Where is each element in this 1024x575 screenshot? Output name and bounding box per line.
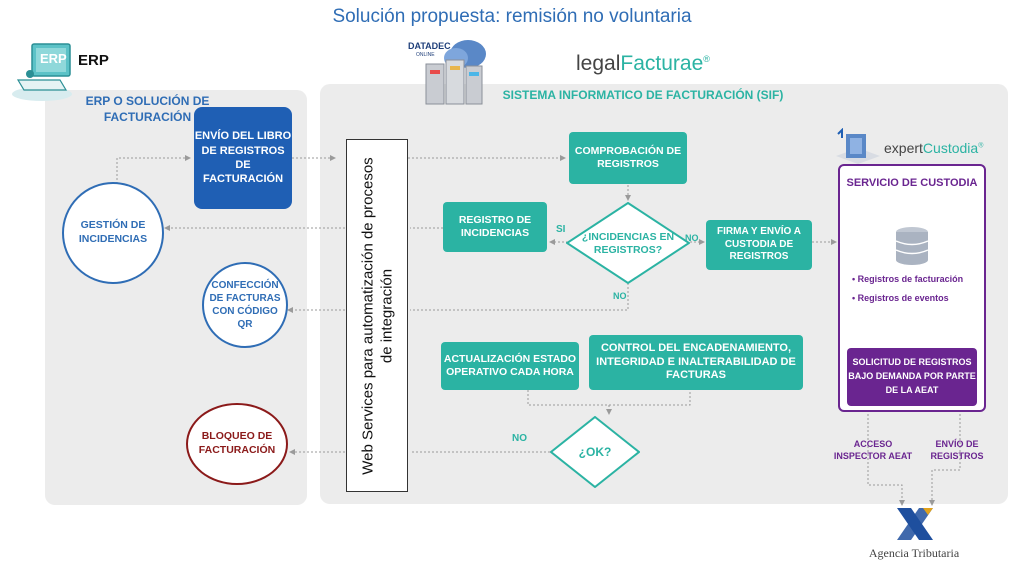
actualizacion-label: ACTUALIZACIÓN ESTADO OPERATIVO CADA HORA (443, 352, 577, 378)
agencia-tributaria-label: Agencia Tributaria (868, 546, 960, 560)
gestion-incidencias-label: GESTIÓN DE INCIDENCIAS (78, 219, 148, 245)
legalfacturae-part-a: legal (576, 52, 621, 75)
bloqueo-label: BLOQUEO DE FACTURACIÓN (198, 430, 276, 456)
datadec-server-icon: DATADEC ONLINE (408, 36, 496, 110)
custodia-item-2: • Registros de eventos (852, 293, 949, 303)
expertcustodia-mark: ® (978, 142, 984, 150)
solicitud-label: SOLICITUD DE REGISTROS BAJO DEMANDA POR … (848, 357, 976, 395)
envio-libro-label: ENVÍO DEL LIBRO DE REGISTROS DE FACTURAC… (194, 130, 292, 186)
expertcustodia-part-b: Custodia (922, 140, 979, 156)
erp-computer-icon: ERP (10, 40, 75, 102)
actualizacion-box: ACTUALIZACIÓN ESTADO OPERATIVO CADA HORA (441, 342, 579, 390)
control-label: CONTROL DEL ENCADENAMIENTO, INTEGRIDAD E… (596, 341, 796, 382)
expertcustodia-logo: expertCustodia® (884, 140, 983, 156)
firma-envio-label: FIRMA Y ENVÍO A CUSTODIA DE REGISTROS (717, 226, 801, 263)
expertcustodia-part-a: expert (884, 140, 923, 156)
solicitud-box: SOLICITUD DE REGISTROS BAJO DEMANDA POR … (847, 348, 977, 406)
custodia-icon (832, 127, 882, 172)
erp-heading: ERP (78, 52, 109, 69)
custodia-item-1: • Registros de facturación (852, 274, 964, 284)
no-right-label: NO (685, 233, 699, 243)
sif-title: SISTEMA INFORMATICO DE FACTURACIÓN (SIF) (502, 88, 784, 102)
legalfacturae-part-b: Facturae (620, 52, 704, 75)
web-services-label: Web Services para automatización de proc… (359, 157, 395, 475)
no-ok-label: NO (512, 433, 527, 444)
custodia-box: SERVICIO DE CUSTODIA • Registros de fact… (838, 164, 986, 412)
envio-registros-label: ENVÍO DE REGISTROS (930, 439, 984, 462)
confeccion-label: CONFECCIÓN DE FACTURAS CON CÓDIGO QR (209, 280, 281, 330)
agencia-tributaria-logo-icon (895, 506, 935, 542)
datadec-sub-text: ONLINE (416, 52, 435, 58)
incidencias-question: ¿INCIDENCIAS EN REGISTROS? (581, 231, 675, 257)
confeccion-circle: CONFECCIÓN DE FACTURAS CON CÓDIGO QR (202, 262, 288, 348)
incidencias-decision-diamond: ¿INCIDENCIAS EN REGISTROS? (565, 201, 691, 285)
registro-incidencias-label: REGISTRO DE INCIDENCIAS (458, 213, 532, 239)
acceso-inspector-label: ACCESO INSPECTOR AEAT (833, 439, 913, 462)
erp-logo-text: ERP (40, 51, 67, 66)
web-services-box: Web Services para automatización de proc… (346, 139, 408, 492)
custodia-item-1-label: Registros de facturación (857, 274, 964, 284)
legalfacturae-mark: ® (703, 54, 710, 64)
firma-envio-box: FIRMA Y ENVÍO A CUSTODIA DE REGISTROS (706, 220, 812, 270)
gestion-incidencias-circle: GESTIÓN DE INCIDENCIAS (62, 182, 164, 284)
ok-decision-diamond: ¿OK? (549, 415, 641, 489)
registro-incidencias-box: REGISTRO DE INCIDENCIAS (443, 202, 547, 252)
control-box: CONTROL DEL ENCADENAMIENTO, INTEGRIDAD E… (589, 335, 803, 390)
datadec-text: DATADEC (408, 41, 451, 51)
no-bottom-label: NO (613, 291, 627, 301)
custodia-title: SERVICIO DE CUSTODIA (846, 177, 978, 189)
custodia-item-2-label: Registros de eventos (857, 293, 949, 303)
ok-question: ¿OK? (578, 445, 612, 459)
legalfacturae-logo: legalFacturae® (576, 52, 710, 76)
envio-libro-box: ENVÍO DEL LIBRO DE REGISTROS DE FACTURAC… (194, 107, 292, 209)
si-label: SI (556, 224, 566, 235)
comprobacion-box: COMPROBACIÓN DE REGISTROS (569, 132, 687, 184)
page-title: Solución propuesta: remisión no voluntar… (332, 6, 692, 27)
erp-panel-title: ERP O SOLUCIÓN DE FACTURACIÓN (85, 94, 210, 124)
comprobacion-label: COMPROBACIÓN DE REGISTROS (574, 144, 682, 170)
database-icon (894, 226, 930, 266)
bloqueo-circle: BLOQUEO DE FACTURACIÓN (186, 403, 288, 485)
